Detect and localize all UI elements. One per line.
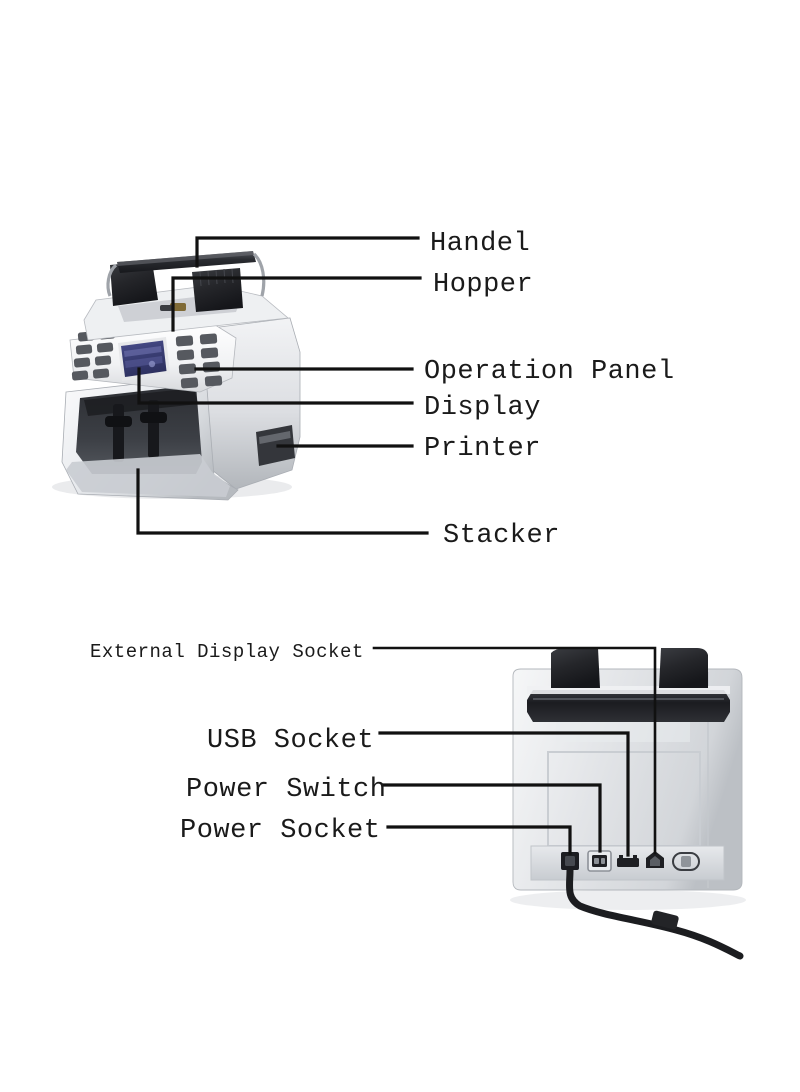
stacker-wheel-post-left [113,404,124,462]
rear-hopper-guide-left [551,648,600,688]
rear-view-leaders [372,646,657,857]
display-lcd-band-1 [124,346,162,357]
rear-machine-shadow [510,890,746,910]
label-handel: Handel [430,229,530,259]
label-hopper: Hopper [433,270,533,300]
front-view-labels: Handel Hopper Operation Panel Display Pr… [424,229,675,551]
leader-external-display-socket [372,646,657,855]
power-cable [565,866,744,960]
front-view-machine [52,251,301,501]
printer-slot-lip [259,431,291,444]
aux-round-port[interactable] [672,852,700,871]
handle-bar-highlight [117,251,254,266]
power-switch-port[interactable] [587,850,612,872]
front-view-leaders [136,236,429,535]
external-display-socket-port[interactable] [646,851,664,868]
power-socket-port[interactable] [561,852,579,870]
front-base-lip [66,454,230,497]
rear-view-labels: External Display Socket USB Socket Power… [90,641,386,846]
power-cable-connector [651,910,679,930]
handle-arm-right [252,252,266,297]
label-operation-panel: Operation Panel [424,357,675,387]
rear-hopper-guide-right [659,648,708,688]
leader-power-socket [386,825,572,855]
label-usb-socket: USB Socket [207,726,374,756]
display-lcd-band-2 [125,356,163,368]
hopper-sensor-bracket [160,305,172,311]
panel-buttons-right[interactable] [175,333,223,389]
stacker-wheel-post-right [148,400,159,458]
label-stacker: Stacker [443,521,560,551]
display-indicator-dot [148,360,156,368]
label-printer: Printer [424,434,541,464]
leader-usb-socket [378,731,630,857]
leader-display [137,367,414,405]
label-external-display-socket: External Display Socket [90,641,364,663]
label-power-socket: Power Socket [180,816,380,846]
label-display: Display [424,393,541,423]
usb-socket-port[interactable] [617,855,639,867]
leader-hopper [171,276,422,332]
hopper-guide-right [192,268,243,312]
display-screen [118,337,170,381]
rear-intake-slot [527,690,730,722]
stacker-wheels [105,400,167,462]
leader-handel [195,236,420,268]
leader-power-switch [381,783,602,853]
leader-stacker [136,468,429,535]
label-power-switch: Power Switch [186,775,386,805]
handle-arm-left [106,263,118,297]
stacker-wheel-arm-right [140,412,167,423]
stacker-wheel-arm-left [105,416,132,427]
